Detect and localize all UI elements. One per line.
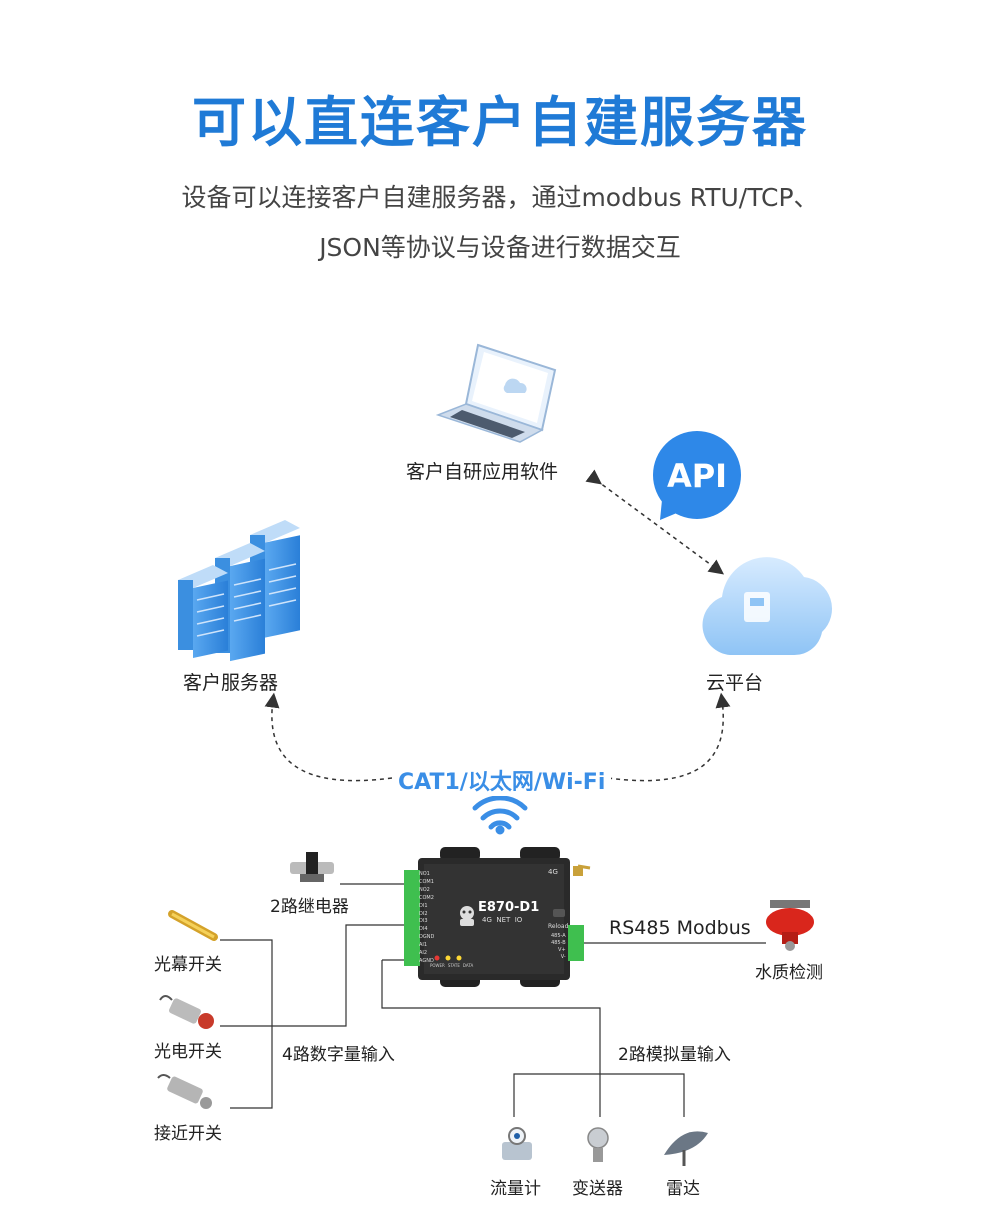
proximity-switch-icon xyxy=(157,1074,212,1109)
cloud-icon xyxy=(702,557,833,656)
subtitle-line-1: 设备可以连接客户自建服务器，通过modbus RTU/TCP、 xyxy=(181,183,819,212)
page-title: 可以直连客户自建服务器 xyxy=(192,91,808,154)
water-quality-label: 水质检测 xyxy=(755,963,823,983)
flowmeter-icon xyxy=(502,1127,532,1160)
software-cloud-link xyxy=(585,469,725,575)
radar-icon xyxy=(664,1131,708,1166)
analog-input-label: 2路模拟量输入 xyxy=(618,1045,731,1065)
server-rack-icon xyxy=(178,520,300,662)
light-curtain-label: 光幕开关 xyxy=(154,955,222,975)
water-quality-icon xyxy=(766,900,814,951)
relay-icon xyxy=(290,852,334,882)
transmitter-label: 变送器 xyxy=(572,1179,623,1199)
photo-switch-label: 光电开关 xyxy=(154,1042,222,1062)
e870-device-icon xyxy=(404,847,591,987)
api-badge-text: API xyxy=(666,457,728,495)
server-link xyxy=(264,692,393,782)
proximity-switch-label: 接近开关 xyxy=(154,1124,222,1144)
network-label: CAT1/以太网/Wi-Fi xyxy=(392,764,612,796)
wifi-icon xyxy=(472,795,528,835)
light-curtain-icon xyxy=(168,910,218,941)
io-wiring xyxy=(220,883,766,1117)
device-reload: Reload xyxy=(548,923,569,930)
cloud-platform-label: 云平台 xyxy=(706,672,764,694)
flowmeter-label: 流量计 xyxy=(490,1179,541,1199)
laptop-icon xyxy=(435,343,557,443)
rs485-label: RS485 Modbus xyxy=(609,917,751,939)
relay-label: 2路继电器 xyxy=(270,897,349,917)
client-server-label: 客户服务器 xyxy=(183,672,279,694)
device-4g-tag: 4G xyxy=(548,868,558,876)
client-software-label: 客户自研应用软件 xyxy=(406,461,559,483)
cloud-link xyxy=(607,692,731,782)
digital-input-label: 4路数字量输入 xyxy=(282,1045,395,1065)
device-model: E870-D1 xyxy=(478,900,540,915)
subtitle-line-2: JSON等协议与设备进行数据交互 xyxy=(319,233,681,262)
radar-label: 雷达 xyxy=(666,1179,700,1199)
device-subtitle: 4G NET IO xyxy=(482,916,523,924)
transmitter-icon xyxy=(587,1127,609,1162)
photo-switch-icon xyxy=(159,995,214,1029)
